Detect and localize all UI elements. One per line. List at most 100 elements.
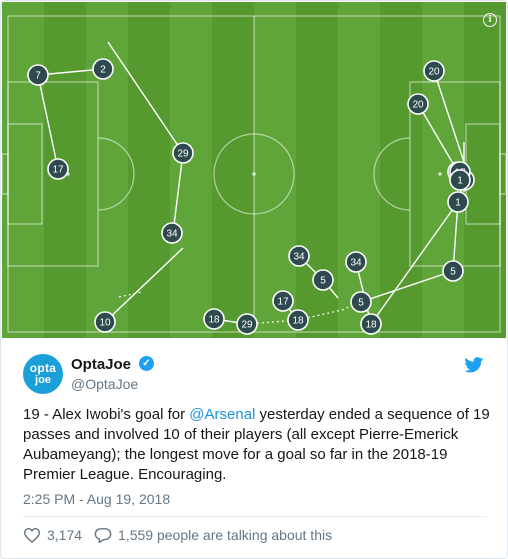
player-marker: 10 bbox=[94, 311, 116, 333]
player-marker-circle bbox=[447, 191, 469, 213]
display-name[interactable]: OptaJoe bbox=[71, 356, 132, 373]
player-number: 2 bbox=[100, 65, 106, 76]
player-marker-circle bbox=[345, 251, 367, 273]
player-marker: 29 bbox=[236, 313, 258, 335]
player-number: 1 bbox=[455, 198, 461, 209]
player-marker-circle bbox=[407, 93, 429, 115]
player-marker: 20 bbox=[423, 60, 445, 82]
timestamp[interactable]: 2:25 PM - Aug 19, 2018 bbox=[23, 491, 171, 507]
tweet-text-start: 19 - Alex Iwobi's goal for bbox=[23, 406, 190, 423]
like-count[interactable]: 3,174 bbox=[47, 527, 83, 543]
player-number: 34 bbox=[166, 229, 178, 240]
player-marker-circle bbox=[272, 290, 294, 312]
twitter-bird-icon[interactable] bbox=[464, 357, 484, 373]
pitch-stripe bbox=[128, 2, 171, 338]
player-marker-circle bbox=[442, 260, 464, 282]
player-marker: 18 bbox=[360, 313, 382, 335]
mention-link[interactable]: @Arsenal bbox=[189, 406, 256, 423]
pitch-stripe bbox=[380, 2, 423, 338]
pitch-stripe bbox=[86, 2, 129, 338]
avatar-line2: joe bbox=[35, 374, 51, 386]
verified-icon: ✓ bbox=[139, 356, 154, 371]
pass-line bbox=[360, 179, 465, 303]
player-number: 18 bbox=[292, 316, 304, 327]
player-number: 29 bbox=[177, 149, 189, 160]
player-marker-circle bbox=[312, 269, 334, 291]
player-marker-circle bbox=[203, 308, 225, 330]
player-marker: 5 bbox=[312, 269, 334, 291]
player-marker-circle bbox=[161, 222, 183, 244]
player-marker: 29 bbox=[172, 142, 194, 164]
player-marker: 20 bbox=[407, 93, 429, 115]
heart-icon[interactable] bbox=[23, 527, 41, 543]
player-marker: 1 bbox=[449, 169, 471, 191]
tweet-text: 19 - Alex Iwobi's goal for @Arsenal yest… bbox=[23, 405, 491, 485]
player-number: 7 bbox=[35, 71, 41, 82]
player-marker: 5 bbox=[350, 291, 372, 313]
player-marker-circle bbox=[423, 60, 445, 82]
player-marker-circle bbox=[27, 64, 49, 86]
player-number: 34 bbox=[350, 258, 362, 269]
player-marker: 34 bbox=[161, 222, 183, 244]
carry-lines bbox=[118, 291, 362, 325]
tweet-text-end: yesterday ended a sequence of 19 passes … bbox=[23, 406, 490, 483]
player-number: 5 bbox=[450, 267, 456, 278]
player-marker-circle bbox=[288, 245, 310, 267]
player-number: 5 bbox=[358, 298, 364, 309]
player-number: 18 bbox=[208, 315, 220, 326]
pass-sequence-graphic: 10182918518511753434517342927172020171 bbox=[2, 2, 506, 338]
player-marker-circle bbox=[449, 169, 471, 191]
player-marker: 18 bbox=[287, 309, 309, 331]
player-marker: 34 bbox=[345, 251, 367, 273]
player-number: 5 bbox=[320, 276, 326, 287]
pitch-stripe bbox=[170, 2, 213, 338]
player-marker-circle bbox=[47, 158, 69, 180]
carry-line bbox=[297, 301, 362, 321]
player-number: 20 bbox=[412, 100, 424, 111]
player-marker: 7 bbox=[27, 64, 49, 86]
player-number: 34 bbox=[293, 252, 305, 263]
player-marker: 17 bbox=[47, 158, 69, 180]
player-number: 18 bbox=[365, 320, 377, 331]
player-number: 20 bbox=[428, 67, 440, 78]
pass-line bbox=[104, 247, 184, 323]
reply-bubble-icon[interactable] bbox=[94, 527, 112, 543]
divider bbox=[23, 516, 487, 517]
tweet-stats: 3,174 1,559 people are talking about thi… bbox=[23, 525, 332, 545]
pitch-stripe bbox=[338, 2, 381, 338]
player-marker: 34 bbox=[288, 245, 310, 267]
info-icon[interactable]: i bbox=[483, 13, 497, 27]
player-marker-circle bbox=[350, 291, 372, 313]
avatar-line1: opta bbox=[29, 361, 57, 375]
player-marker-circle bbox=[360, 313, 382, 335]
player-marker: 1 bbox=[447, 191, 469, 213]
pitch-stripe bbox=[464, 2, 506, 338]
pitch-stripe bbox=[212, 2, 255, 338]
pass-line bbox=[417, 103, 459, 173]
pitch-stripe bbox=[254, 2, 297, 338]
pitch-stripe bbox=[2, 2, 45, 338]
player-number: 29 bbox=[241, 320, 253, 331]
player-marker: 5 bbox=[442, 260, 464, 282]
avatar[interactable]: opta joe bbox=[23, 354, 63, 394]
pass-line bbox=[370, 201, 459, 325]
carry-line bbox=[246, 319, 299, 325]
player-marker: 18 bbox=[203, 308, 225, 330]
player-marker: 17 bbox=[272, 290, 294, 312]
player-number: 17 bbox=[52, 165, 64, 176]
player-marker-circle bbox=[287, 309, 309, 331]
player-marker-circle bbox=[172, 142, 194, 164]
player-marker-circle bbox=[94, 311, 116, 333]
user-handle[interactable]: @OptaJoe bbox=[71, 376, 139, 392]
player-marker: 2 bbox=[92, 58, 114, 80]
carry-line bbox=[118, 291, 143, 298]
player-number: 1 bbox=[457, 176, 463, 187]
player-marker-circle bbox=[236, 313, 258, 335]
player-markers: 10182918518511753434517342927172020171 bbox=[27, 58, 475, 335]
player-number: 10 bbox=[99, 318, 111, 329]
pass-line bbox=[433, 70, 465, 163]
player-number: 17 bbox=[277, 297, 289, 308]
player-marker-circle bbox=[92, 58, 114, 80]
talking-about-link[interactable]: 1,559 people are talking about this bbox=[118, 527, 333, 543]
